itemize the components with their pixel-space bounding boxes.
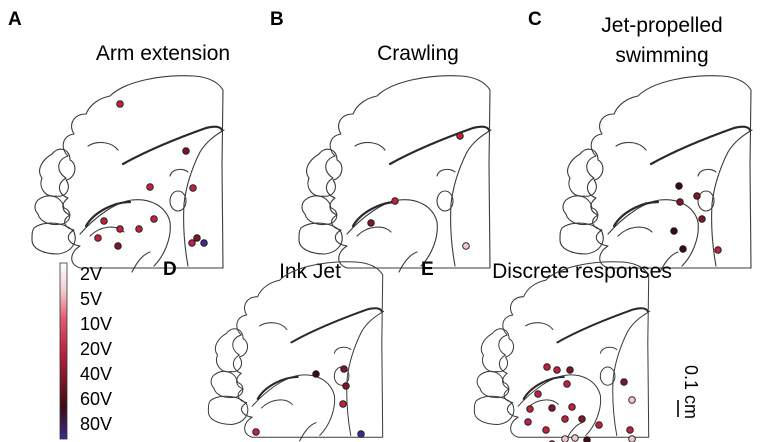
stimulation-site [572, 435, 579, 442]
stimulation-site [680, 246, 687, 253]
panel-title-line-2: swimming [615, 44, 708, 67]
brain-map [32, 76, 224, 272]
legend-label: 20V [80, 339, 112, 359]
brain-map [560, 76, 752, 272]
panel-jet-propelled-swimming: C Jet-propelled swimming [528, 9, 752, 272]
panel-title: Discrete responses [492, 260, 672, 283]
voltage-legend-labels: 2V 5V 10V 20V 40V 60V 80V [80, 264, 112, 434]
legend-label: 60V [80, 389, 112, 409]
panel-letter: D [163, 259, 177, 280]
stimulation-site [544, 364, 551, 371]
legend-label: 10V [80, 314, 112, 334]
voltage-legend: 2V 5V 10V 20V 40V 60V 80V [60, 263, 112, 439]
stimulation-site [340, 401, 347, 408]
stimulation-site [629, 397, 636, 404]
stimulation-site [579, 416, 586, 423]
stimulation-site [95, 235, 102, 242]
stimulation-sites [525, 364, 636, 442]
stimulation-site [117, 226, 124, 233]
stimulation-site [584, 437, 591, 442]
stimulation-site [194, 235, 201, 242]
legend-label: 2V [80, 264, 102, 284]
stimulation-site [253, 429, 260, 436]
stimulation-site [549, 405, 556, 412]
stimulation-site [183, 148, 190, 155]
stimulation-site [621, 379, 628, 386]
panel-discrete-responses: E Discrete responses [421, 259, 672, 442]
legend-label: 80V [80, 414, 112, 434]
stimulation-site [101, 218, 108, 225]
stimulation-site [527, 406, 534, 413]
stimulation-site [147, 184, 154, 191]
stimulation-site [341, 366, 348, 373]
stimulation-site [562, 416, 569, 423]
panel-title-line-1: Jet-propelled [601, 14, 722, 37]
stimulation-site [699, 216, 706, 223]
stimulation-site [368, 220, 375, 227]
legend-label: 40V [80, 364, 112, 384]
stimulation-site [190, 185, 197, 192]
stimulation-site [677, 199, 684, 206]
stimulation-site [313, 371, 320, 378]
stimulation-site [569, 404, 576, 411]
panel-title: Crawling [377, 42, 459, 65]
stimulation-site [564, 381, 571, 388]
stimulation-site [694, 193, 701, 200]
stimulation-site [457, 133, 464, 140]
scale-bar: 0.1 cm [678, 365, 701, 419]
stimulation-site [392, 198, 399, 205]
stimulation-site [596, 422, 603, 429]
panel-ink-jet: D Ink Jet [163, 259, 384, 441]
brain-map [299, 76, 491, 272]
stimulation-site [535, 391, 542, 398]
stimulation-site [463, 243, 470, 250]
stimulation-site [201, 240, 208, 247]
stimulation-site [525, 419, 532, 426]
panel-letter: B [270, 9, 284, 30]
stimulation-site [343, 383, 350, 390]
panel-letter: C [528, 9, 542, 30]
panel-arm-extension: A Arm extension [8, 9, 230, 272]
stimulation-site [676, 183, 683, 190]
stimulation-site [629, 436, 636, 442]
legend-label: 5V [80, 289, 102, 309]
stimulation-site [715, 247, 722, 254]
stimulation-site [567, 367, 574, 374]
stimulation-site [562, 436, 569, 442]
panel-crawling: B Crawling [270, 9, 491, 272]
panel-letter: E [421, 259, 434, 280]
stimulation-site [554, 367, 561, 374]
stimulation-site [151, 216, 158, 223]
stimulation-site [627, 427, 634, 434]
stimulation-site [189, 240, 196, 247]
panel-letter: A [8, 9, 22, 30]
stimulation-site [543, 427, 550, 434]
scale-bar-label: 0.1 cm [681, 365, 701, 419]
brain-map [208, 262, 383, 441]
panel-title: Arm extension [96, 42, 230, 65]
stimulation-site [136, 226, 143, 233]
brain-map [474, 262, 649, 442]
panel-title: Ink Jet [279, 260, 341, 283]
voltage-color-bar [60, 263, 67, 439]
stimulation-site [671, 228, 678, 235]
stimulation-site [358, 431, 365, 438]
stimulation-site [115, 243, 122, 250]
stimulation-site [117, 101, 124, 108]
